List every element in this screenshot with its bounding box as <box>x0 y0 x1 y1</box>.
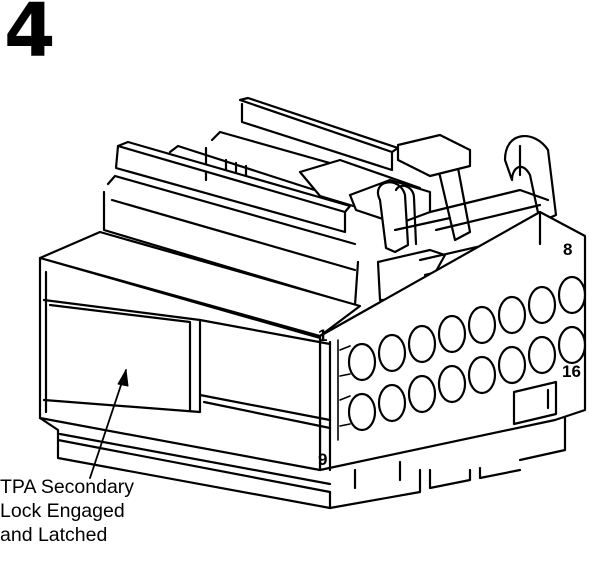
pin-label-16: 16 <box>562 362 581 381</box>
pin-label-9: 9 <box>318 450 328 469</box>
terminal-cavities-top-row <box>347 275 587 382</box>
callout-arrowhead <box>117 369 129 387</box>
housing-feet <box>328 416 567 510</box>
label-window <box>512 380 558 426</box>
terminal-cavities-bottom-row <box>347 325 587 432</box>
callout-line-2: Lock Engaged <box>0 500 125 522</box>
step-number: 4 <box>4 0 56 74</box>
callout-line-3: and Latched <box>0 524 108 546</box>
cavity-tubes <box>337 339 351 441</box>
callout-line-1: TPA Secondary <box>0 476 135 498</box>
callout-leader-line <box>89 369 127 479</box>
pin-label-1: 1 <box>318 326 328 345</box>
pin-label-8: 8 <box>563 240 573 259</box>
callout-text: TPA Secondary Lock Engaged and Latched <box>0 475 134 547</box>
